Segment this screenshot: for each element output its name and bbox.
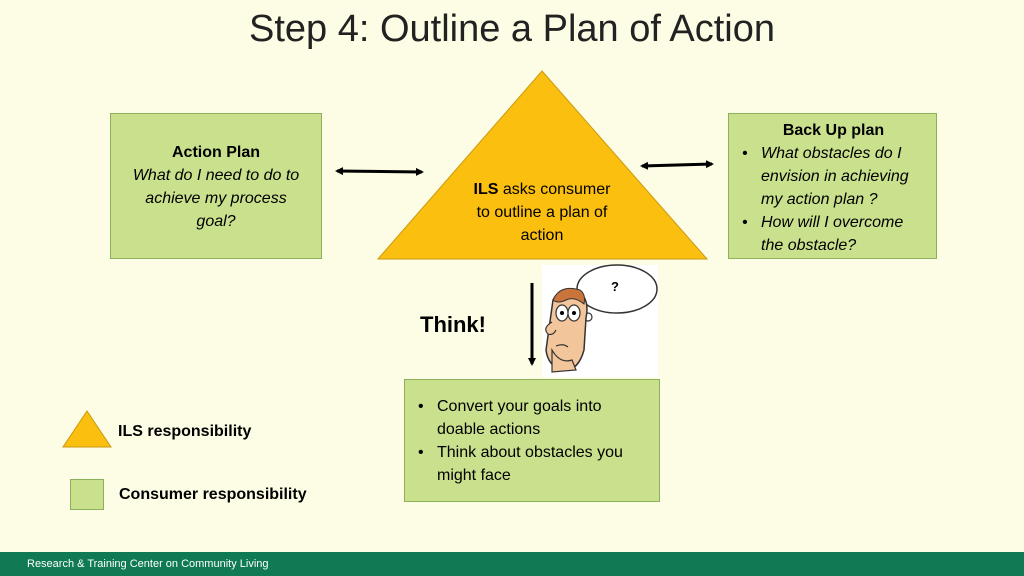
page-title: Step 4: Outline a Plan of Action xyxy=(248,8,775,50)
bullet-line: What obstacles do I xyxy=(761,145,902,162)
double-arrow-right xyxy=(640,160,714,170)
double-arrow-left xyxy=(335,167,424,176)
bullet-line: might face xyxy=(437,467,511,484)
bullet-line: doable actions xyxy=(437,421,541,438)
bullet-line: my action plan ? xyxy=(761,191,878,208)
ils-triangle xyxy=(376,70,709,260)
legend-square xyxy=(70,479,104,510)
backup-plan-box: Back Up plan What obstacles do I envisio… xyxy=(728,113,937,259)
action-plan-heading: Action Plan xyxy=(171,144,260,161)
think-label: Think! xyxy=(420,312,486,337)
list-item: Convert your goals into doable actions xyxy=(415,395,651,441)
convert-goals-box: Convert your goals into doable actions T… xyxy=(404,379,660,502)
list-item: How will I overcome the obstacle? xyxy=(739,211,928,257)
list-item: What obstacles do I envision in achievin… xyxy=(739,142,928,211)
bullet-line: the obstacle? xyxy=(761,237,857,254)
triangle-text-line: action xyxy=(520,227,564,244)
bullet-line: envision in achieving xyxy=(761,168,909,185)
footer-text: Research & Training Center on Community … xyxy=(27,558,269,570)
triangle-text-line: asks consumer xyxy=(498,181,611,198)
action-plan-box: Action Plan What do I need to do to achi… xyxy=(110,113,322,259)
action-plan-line: achieve my process xyxy=(145,190,287,207)
thought-bubble-text: ? xyxy=(611,279,619,294)
triangle-text-line: to outline a plan of xyxy=(476,204,608,221)
triangle-text: ILS asks consumer to outline a plan of a… xyxy=(452,178,632,247)
legend-ils-label: ILS responsibility xyxy=(118,423,252,440)
thinking-person-icon xyxy=(542,264,658,377)
list-item: Think about obstacles you might face xyxy=(415,441,651,487)
footer-bar: Research & Training Center on Community … xyxy=(0,552,1024,576)
action-plan-line: goal? xyxy=(196,213,236,230)
bullet-line: How will I overcome xyxy=(761,214,904,231)
triangle-text-bold: ILS xyxy=(473,181,499,198)
legend-consumer-label: Consumer responsibility xyxy=(119,486,307,503)
bullet-line: Think about obstacles you xyxy=(437,444,623,461)
backup-plan-heading: Back Up plan xyxy=(782,122,885,139)
legend-triangle xyxy=(62,410,112,448)
bullet-line: Convert your goals into xyxy=(437,398,602,415)
action-plan-line: What do I need to do to xyxy=(132,167,300,184)
